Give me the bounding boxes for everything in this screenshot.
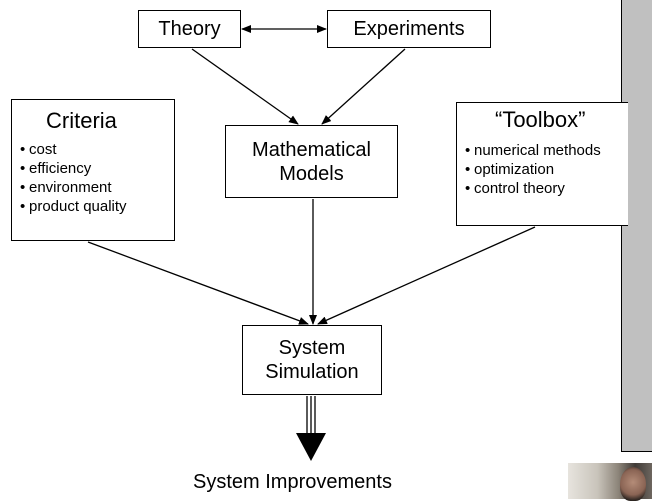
theory-label: Theory: [158, 18, 221, 40]
presenter-face: [620, 467, 646, 501]
bullet-icon: •: [465, 161, 471, 178]
simulation-label-line1: System: [278, 337, 346, 359]
toolbox-to-simulation-arrow: [317, 226, 536, 325]
criteria-to-simulation-arrow: [87, 241, 309, 325]
toolbox-list: •numerical methods •optimization •contro…: [465, 141, 628, 198]
list-item: •numerical methods: [465, 142, 601, 159]
bullet-icon: •: [20, 141, 26, 158]
side-gray-panel: [621, 0, 652, 452]
system-simulation-box: System Simulation: [242, 325, 382, 395]
list-item: •cost: [20, 141, 57, 158]
criteria-box: Criteria •cost •efficiency •environment …: [11, 99, 175, 241]
list-item: •efficiency: [20, 160, 92, 177]
list-item: •optimization: [465, 161, 555, 178]
mathematical-models-box: Mathematical Models: [225, 125, 398, 198]
bullet-icon: •: [465, 142, 471, 159]
criteria-title: Criteria: [46, 108, 117, 133]
experiments-label: Experiments: [353, 18, 465, 40]
simulation-to-improvements-arrow: [296, 396, 326, 461]
experiments-box: Experiments: [327, 10, 491, 48]
theory-box: Theory: [138, 10, 241, 48]
simulation-label-line2: Simulation: [265, 361, 359, 383]
criteria-list: •cost •efficiency •environment •product …: [20, 140, 174, 216]
system-improvements-label: System Improvements: [193, 471, 392, 493]
toolbox-box: “Toolbox” •numerical methods •optimizati…: [456, 102, 628, 226]
models-label-line1: Mathematical: [252, 138, 371, 161]
list-item: •environment: [20, 179, 112, 196]
bullet-icon: •: [20, 198, 26, 215]
toolbox-title: “Toolbox”: [495, 107, 586, 132]
experiments-to-models-arrow: [321, 48, 406, 125]
theory-to-models-arrow: [191, 48, 299, 125]
list-item: •product quality: [20, 198, 127, 215]
list-item: •control theory: [465, 180, 565, 197]
bullet-icon: •: [20, 160, 26, 177]
bullet-icon: •: [20, 179, 26, 196]
bullet-icon: •: [465, 180, 471, 197]
models-label-line2: Models: [279, 162, 344, 185]
presenter-photo: [568, 463, 652, 501]
